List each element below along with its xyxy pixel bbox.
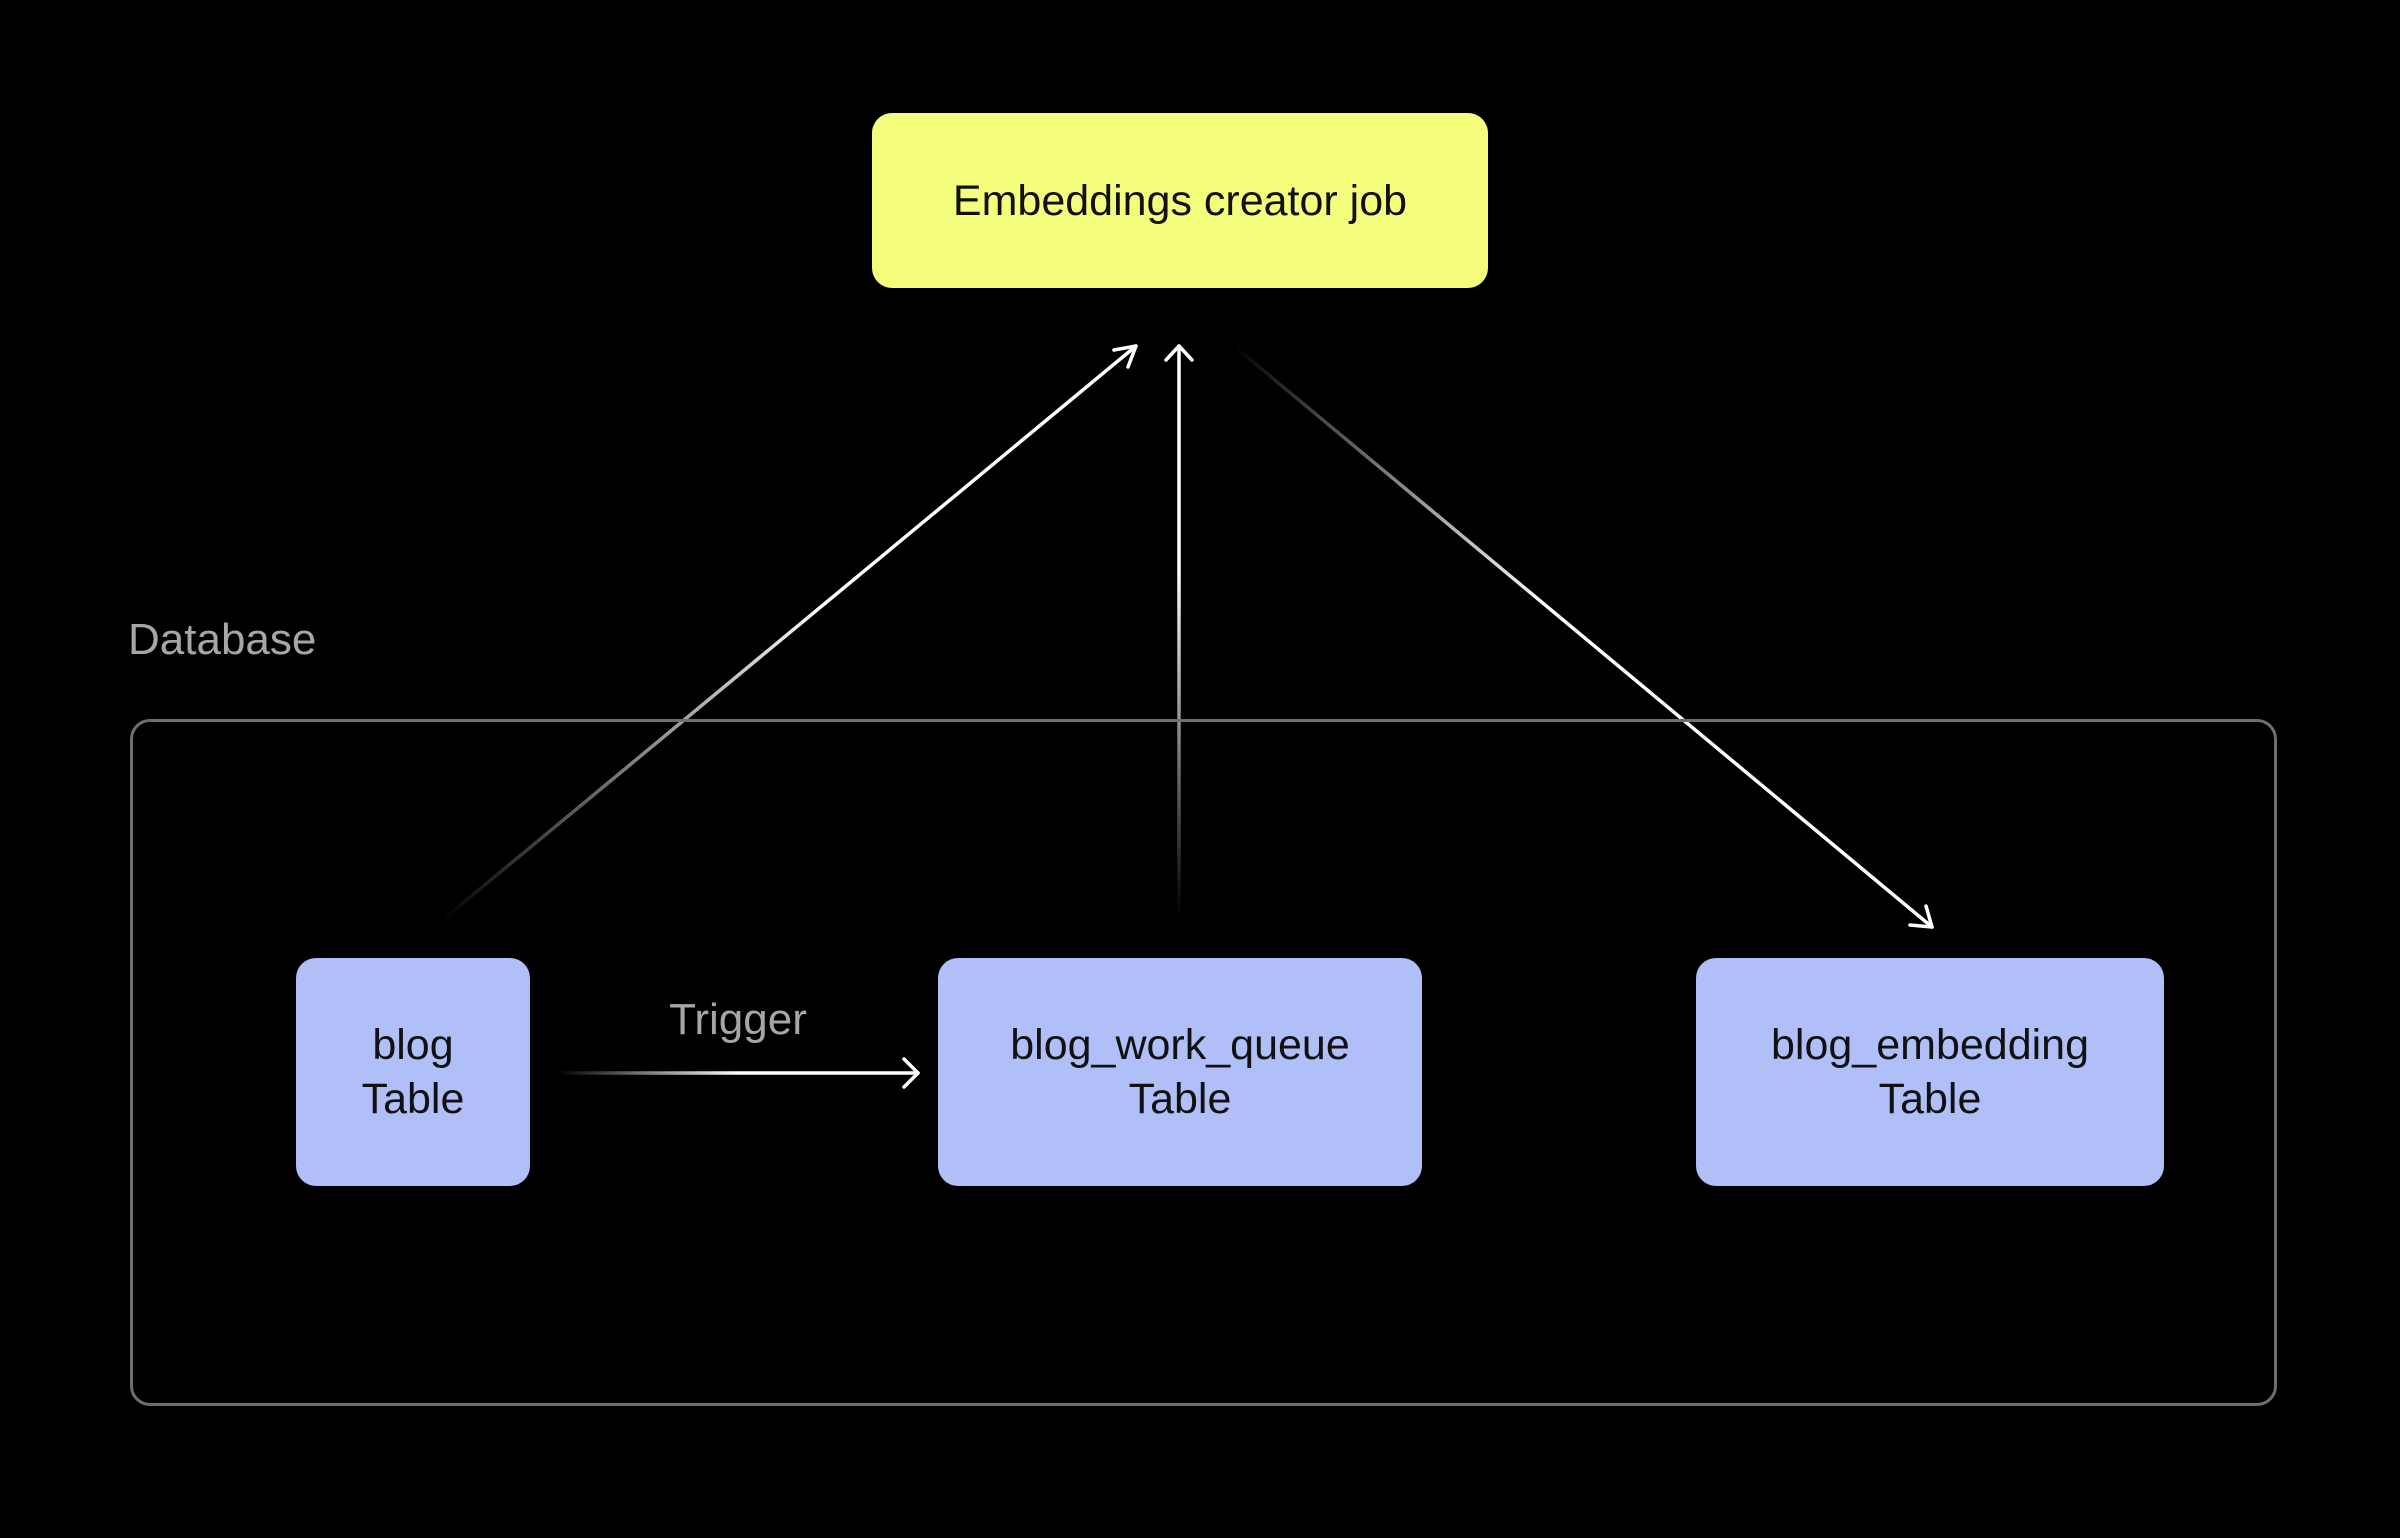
blog-work-queue-table-kind: Table <box>1128 1075 1232 1123</box>
edge-queue-to-job <box>1164 344 1194 917</box>
blog-table-kind: Table <box>361 1075 465 1123</box>
database-container <box>130 719 2277 1406</box>
edge-blog-to-job <box>438 344 1138 924</box>
trigger-edge-label: Trigger <box>669 995 807 1044</box>
blog-embedding-table-node: blog_embedding Table <box>1696 958 2164 1186</box>
edge-trigger <box>556 1057 920 1089</box>
job-label: Embeddings creator job <box>952 176 1408 225</box>
blog-table-node: blog Table <box>296 958 530 1186</box>
blog-embedding-table-name: blog_embedding <box>1771 1021 2089 1069</box>
blog-table-name: blog <box>372 1021 454 1069</box>
blog-embedding-table-kind: Table <box>1878 1075 1982 1123</box>
blog-work-queue-table-name: blog_work_queue <box>1010 1021 1350 1069</box>
database-label: Database <box>128 615 317 664</box>
edge-job-to-embedding <box>1232 344 1934 929</box>
blog-work-queue-table-node: blog_work_queue Table <box>938 958 1422 1186</box>
embeddings-creator-job-node: Embeddings creator job <box>872 113 1488 288</box>
